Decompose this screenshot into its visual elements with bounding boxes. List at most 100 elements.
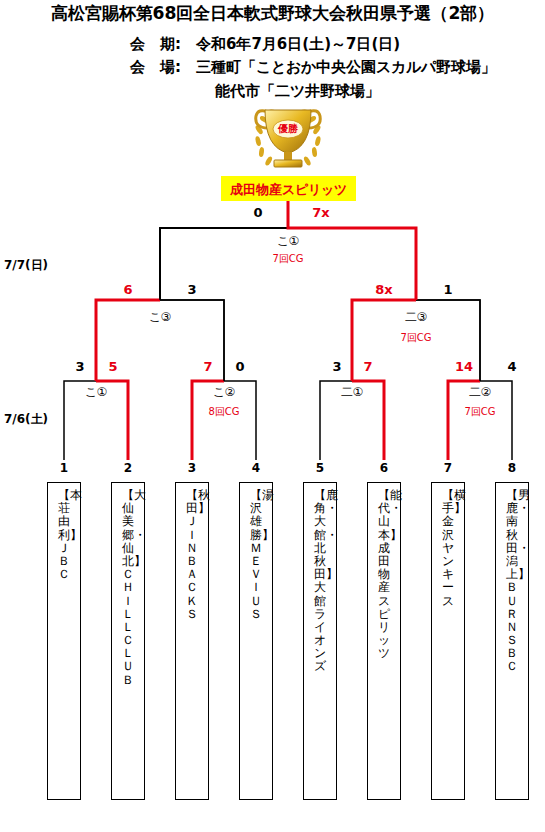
bracket-line: [96, 201, 288, 460]
team-number: 6: [367, 460, 401, 476]
bracket-line: [160, 201, 288, 460]
team-box: 5 【鹿角・大館・北秋田】大館ライオンズ: [303, 460, 337, 800]
team-number: 1: [47, 460, 81, 476]
laurel-leaf: [314, 136, 321, 147]
match-label: こ③: [149, 311, 172, 325]
score: 1: [443, 283, 452, 298]
score: 3: [187, 283, 196, 298]
team-number: 8: [495, 460, 529, 476]
team-frame: 【湯沢雄勝】ＭＥＶＩＵＳ: [239, 482, 273, 800]
score: 4: [507, 360, 516, 375]
date-label: 7/6(土): [4, 413, 48, 427]
team-region: 【男鹿・南秋田・潟上】: [506, 489, 518, 581]
team-frame: 【横手】金沢ヤンキース: [431, 482, 465, 800]
score: 5: [108, 360, 117, 375]
bracket-line: [288, 201, 480, 460]
team-name: 成田物産スピリッツ: [378, 542, 390, 661]
team-region: 【横手】: [442, 489, 454, 515]
team-frame: 【本荘由利】ＪＢＣ: [47, 482, 81, 800]
game-note: 8回CG: [208, 406, 239, 418]
score: 7x: [312, 206, 329, 221]
team-frame: 【鹿角・大館・北秋田】大館ライオンズ: [303, 482, 337, 800]
cup-plate: [273, 120, 303, 138]
cup-base: [274, 160, 302, 167]
score: 8x: [375, 283, 392, 298]
laurel: [254, 109, 321, 167]
bracket-line: [160, 201, 288, 460]
laurel-leaf: [258, 147, 264, 158]
team-frame: 【大仙美郷・仙北】ＣＨＩＬＬ ＣＬＵＢ: [111, 482, 145, 800]
bracket-segment: [288, 201, 416, 300]
team-region: 【大仙美郷・仙北】: [122, 489, 134, 568]
bracket-segment: [160, 201, 288, 300]
venue: 会 場: 三種町「ことおか中央公園スカルパ野球場」: [130, 59, 496, 76]
team-frame: 【男鹿・南秋田・潟上】ＢＵＲＮＳ ＢＣ: [495, 482, 529, 800]
score: 0: [253, 206, 262, 221]
laurel-leaf: [303, 155, 312, 166]
match-label: こ②: [213, 386, 236, 400]
cup-body: [265, 110, 311, 153]
team-name: 大館ライオンズ: [314, 581, 326, 673]
team-region: 【湯沢雄勝】: [250, 489, 262, 542]
laurel-leaf: [264, 155, 273, 166]
team-box: 2 【大仙美郷・仙北】ＣＨＩＬＬ ＣＬＵＢ: [111, 460, 145, 800]
bracket-segment: [160, 201, 288, 300]
score: 7: [363, 360, 372, 375]
team-region: 【鹿角・大館・北秋田】: [314, 489, 326, 581]
team-box: 6 【能代・山本】成田物産スピリッツ: [367, 460, 401, 800]
date-label: 7/7(日): [4, 259, 48, 273]
team-name: ＣＨＩＬＬ ＣＬＵＢ: [122, 568, 134, 687]
team-number: 3: [175, 460, 209, 476]
match-label: 二①: [341, 386, 364, 400]
team-box: 1 【本荘由利】ＪＢＣ: [47, 460, 81, 800]
team-name: ＪＩＮＢＡＣＫＳ: [186, 515, 198, 621]
bracket-segment: [288, 201, 416, 300]
match-label: こ①: [277, 235, 300, 249]
team-region: 【本荘由利】: [58, 489, 70, 542]
score: 14: [455, 360, 473, 375]
team-region: 【秋田】: [186, 489, 198, 515]
title: 高松宮賜杯第68回全日本軟式野球大会秋田県予選（2部）: [0, 3, 545, 24]
team-box: 4 【湯沢雄勝】ＭＥＶＩＵＳ: [239, 460, 273, 800]
bracket-segment: [160, 201, 288, 300]
laurel-leaf: [311, 147, 317, 158]
bracket-segment: [160, 201, 288, 300]
winner-name: 成田物産スピリッツ: [230, 182, 347, 197]
team-name: ＢＵＲＮＳ ＢＣ: [506, 581, 518, 673]
match-label: 二③: [405, 311, 428, 325]
team-box: 7 【横手】金沢ヤンキース: [431, 460, 465, 800]
score: 0: [235, 360, 244, 375]
team-name: 金沢ヤンキース: [442, 515, 454, 607]
team-region: 【能代・山本】: [378, 489, 390, 542]
team-name: ＭＥＶＩＵＳ: [250, 542, 262, 621]
bracket-line: [64, 201, 288, 460]
match-label: こ①: [85, 386, 108, 400]
team-box: 8 【男鹿・南秋田・潟上】ＢＵＲＮＳ ＢＣ: [495, 460, 529, 800]
bracket-segment: [288, 201, 416, 300]
bracket-line: [288, 201, 416, 460]
score: 7: [203, 360, 212, 375]
score: 6: [123, 283, 132, 298]
game-note: 7回CG: [400, 332, 431, 344]
venue: 能代市「二ツ井野球場」: [215, 83, 380, 100]
bracket-line: [288, 201, 416, 460]
team-number: 2: [111, 460, 145, 476]
team-number: 4: [239, 460, 273, 476]
match-label: 二②: [469, 386, 492, 400]
game-note: 7回CG: [464, 406, 495, 418]
team-number: 7: [431, 460, 465, 476]
team-number: 5: [303, 460, 337, 476]
bracket-segment: [288, 201, 416, 300]
game-note: 7回CG: [272, 253, 303, 265]
bracket-line: [288, 201, 512, 460]
winner-box: 成田物産スピリッツ: [221, 176, 356, 201]
team-name: ＪＢＣ: [58, 542, 70, 582]
meeting-date: 会 期: 令和6年7月6日(土)～7日(日): [130, 36, 400, 53]
team-box: 3 【秋田】ＪＩＮＢＡＣＫＳ: [175, 460, 209, 800]
score: 3: [75, 360, 84, 375]
team-frame: 【能代・山本】成田物産スピリッツ: [367, 482, 401, 800]
trophy-text: 優勝: [278, 123, 298, 135]
team-frame: 【秋田】ＪＩＮＢＡＣＫＳ: [175, 482, 209, 800]
laurel-leaf: [255, 136, 262, 147]
